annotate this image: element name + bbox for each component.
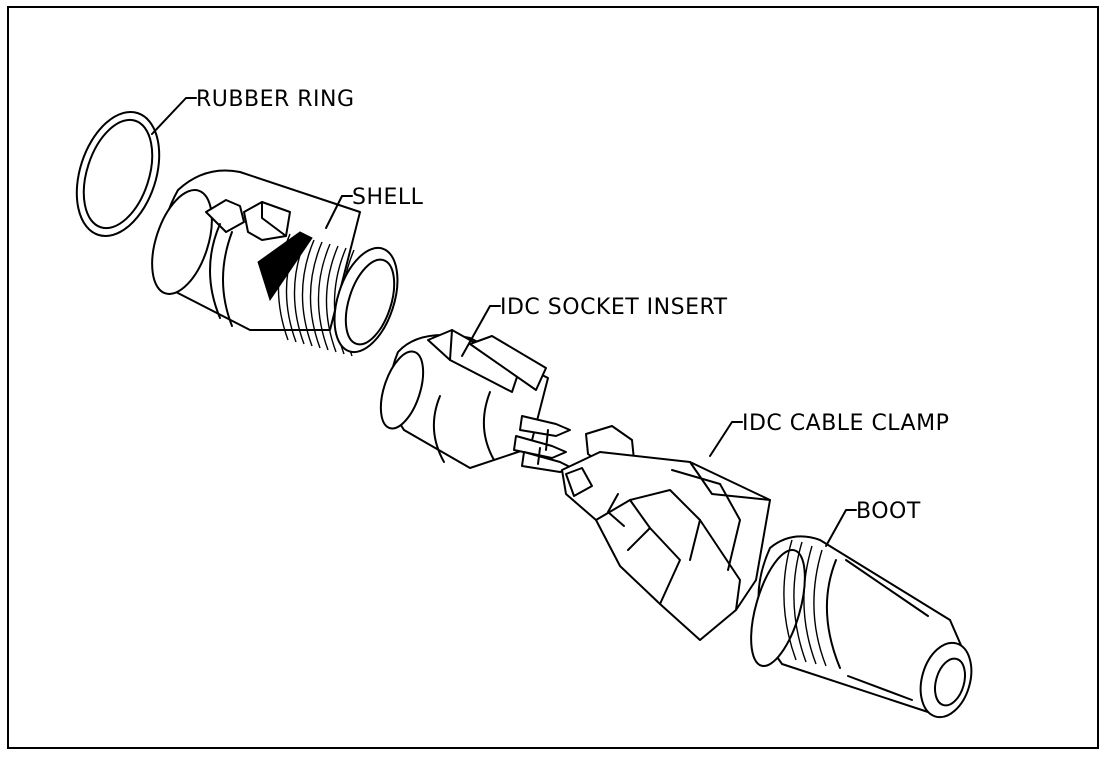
label-boot: BOOT [856, 499, 921, 524]
rubber-ring [75, 111, 161, 237]
label-idc-cable-clamp: IDC CABLE CLAMP [742, 411, 949, 436]
boot [750, 535, 973, 719]
drawing-border [7, 6, 1099, 749]
label-rubber-ring: RUBBER RING [196, 87, 355, 112]
label-shell: SHELL [352, 185, 424, 210]
shell [151, 169, 399, 357]
idc-cable-clamp [561, 425, 771, 641]
idc-socket-insert [379, 329, 573, 473]
label-idc-socket-insert: IDC SOCKET INSERT [500, 295, 728, 320]
boot-grip-ribs [783, 539, 827, 667]
leader-lines [151, 97, 857, 547]
